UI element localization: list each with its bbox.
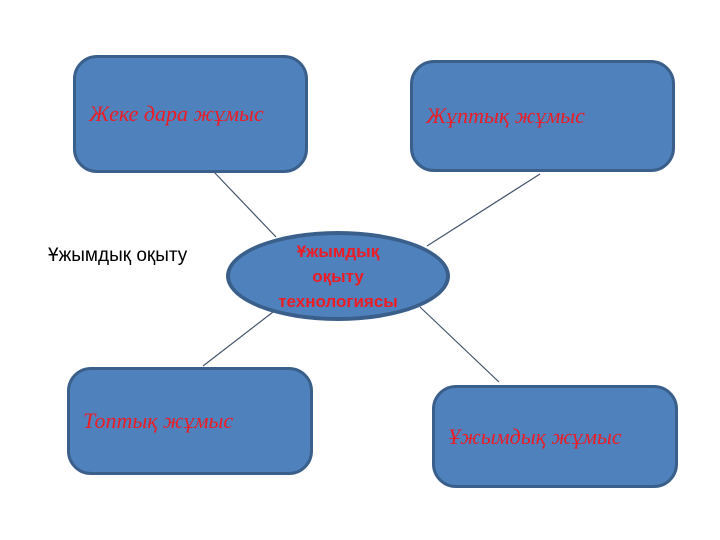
connector-top-left [212, 170, 277, 238]
node-group-work-label: Топтық жұмыс [83, 408, 234, 433]
connector-bottom-right [419, 306, 500, 383]
central-ellipse-line-3: технологиясы [278, 291, 398, 311]
node-individual-work: Жеке дара жұмыс [73, 55, 308, 173]
node-collective-work: Ұжымдық жұмыс [432, 385, 678, 488]
central-ellipse-line-2: оқыту [312, 266, 364, 286]
central-ellipse-line-1: Ұжымдық [296, 241, 380, 261]
node-pair-work-label: Жұптық жұмыс [426, 103, 585, 128]
connector-bottom-left [202, 311, 274, 367]
connector-top-right [426, 173, 541, 247]
node-collective-work-label: Ұжымдық жұмыс [448, 423, 622, 449]
floating-label-collective-learning: Ұжымдық оқыту [48, 245, 188, 266]
node-pair-work: Жұптық жұмыс [410, 60, 675, 172]
node-central-ellipse: Ұжымдық оқыту технологиясы [226, 231, 450, 321]
node-individual-work-label: Жеке дара жұмыс [89, 101, 264, 126]
node-group-work: Топтық жұмыс [67, 367, 313, 475]
